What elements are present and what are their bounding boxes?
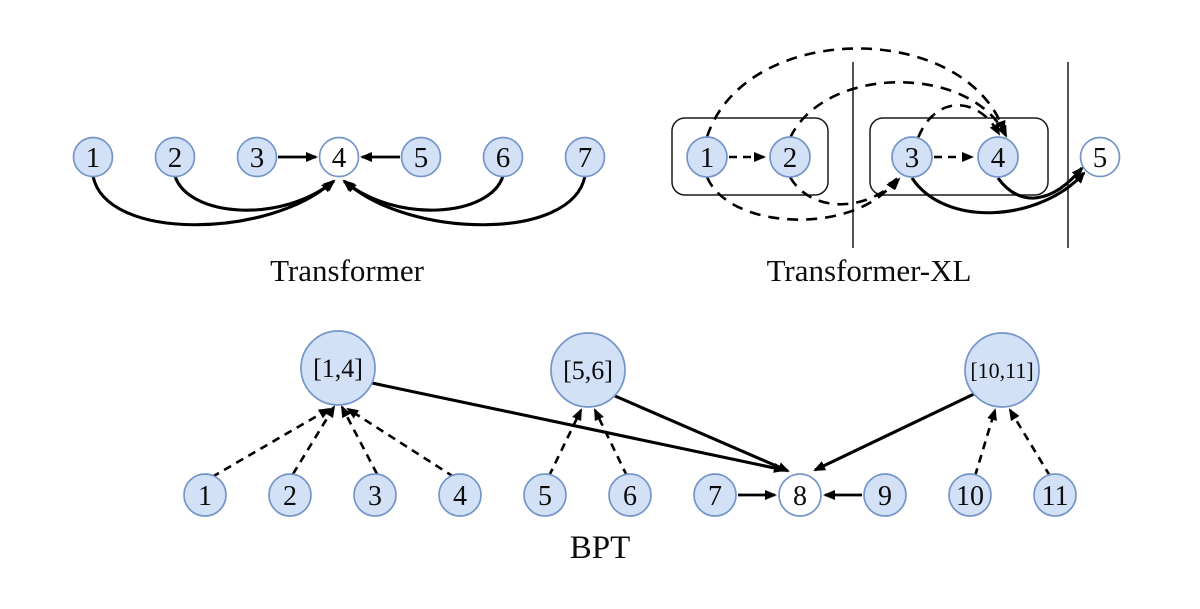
transformer-xl-title: Transformer-XL xyxy=(767,253,972,288)
bpt-leaf-6-label: 6 xyxy=(623,481,637,512)
bpt-leaf-8: 8 xyxy=(778,473,822,517)
edge-bpt-10-span1011 xyxy=(973,408,997,477)
transformer-node-6: 6 xyxy=(482,136,524,178)
transformer-node-1-label: 1 xyxy=(86,142,101,174)
edge-xl-2-4-top xyxy=(788,80,1008,139)
bpt-span-node-5-6: [5,6] xyxy=(550,332,626,408)
bpt-leaf-1: 1 xyxy=(183,473,227,517)
panel-transformer: 1 2 3 4 5 6 7 Transformer xyxy=(72,136,606,288)
bpt-leaf-9: 9 xyxy=(863,473,907,517)
bpt-leaf-10: 10 xyxy=(948,473,992,517)
bpt-span-node-10-11: [10,11] xyxy=(964,332,1040,408)
edge-xl-4-5 xyxy=(996,166,1084,200)
bpt-span-node-5-6-label: [5,6] xyxy=(563,356,613,385)
transformer-node-7-label: 7 xyxy=(578,142,593,174)
transformer-node-2: 2 xyxy=(154,136,196,178)
xl-node-5-label: 5 xyxy=(1093,142,1108,174)
bpt-leaf-11: 11 xyxy=(1033,473,1077,517)
xl-node-5: 5 xyxy=(1079,136,1121,178)
bpt-leaf-5-label: 5 xyxy=(538,481,552,512)
bpt-leaf-4-label: 4 xyxy=(453,481,467,512)
xl-node-1-label: 1 xyxy=(700,142,715,174)
transformer-node-6-label: 6 xyxy=(496,142,511,174)
transformer-node-5-label: 5 xyxy=(414,142,429,174)
segment-box-1 xyxy=(671,117,829,196)
bpt-leaf-2: 2 xyxy=(268,473,312,517)
edge-bpt-1-span14 xyxy=(211,407,331,479)
bpt-leaf-6: 6 xyxy=(608,473,652,517)
bpt-leaf-10-label: 10 xyxy=(956,481,984,512)
bpt-leaf-11-label: 11 xyxy=(1042,481,1069,512)
bpt-leaf-1-label: 1 xyxy=(198,481,212,512)
edge-bpt-6-span56 xyxy=(593,408,629,477)
xl-node-1: 1 xyxy=(686,136,728,178)
panel-transformer-xl: 1 2 3 4 5 Transformer-XL xyxy=(671,47,1121,288)
edge-bpt-span1011-8 xyxy=(813,392,975,472)
edge-bpt-11-span1011 xyxy=(1008,408,1052,477)
edge-transformer-1-4 xyxy=(91,175,334,227)
transformer-title: Transformer xyxy=(270,253,425,288)
bpt-span-node-1-4-label: [1,4] xyxy=(313,354,363,383)
panel-bpt: [1,4] [5,6] [10,11] 1 2 3 4 5 xyxy=(183,330,1077,566)
edge-xl-3-5 xyxy=(910,171,1086,215)
bpt-leaf-3-label: 3 xyxy=(368,481,382,512)
bpt-leaf-4: 4 xyxy=(438,473,482,517)
edge-xl-2-3-bottom xyxy=(788,176,901,206)
xl-node-4: 4 xyxy=(977,136,1019,178)
xl-node-2: 2 xyxy=(769,136,811,178)
bpt-leaf-2-label: 2 xyxy=(283,481,297,512)
bpt-leaf-8-label: 8 xyxy=(793,481,807,512)
edge-bpt-5-span56 xyxy=(547,408,583,477)
edge-transformer-6-4 xyxy=(342,175,505,212)
bpt-leaf-9-label: 9 xyxy=(878,481,892,512)
xl-node-4-label: 4 xyxy=(991,142,1006,174)
transformer-node-2-label: 2 xyxy=(168,142,183,174)
transformer-node-5: 5 xyxy=(400,136,442,178)
xl-node-2-label: 2 xyxy=(783,142,798,174)
bpt-leaf-5: 5 xyxy=(523,473,567,517)
edge-xl-3-4-top xyxy=(916,103,1001,139)
edge-bpt-span56-8 xyxy=(614,394,790,473)
bpt-leaf-3: 3 xyxy=(353,473,397,517)
transformer-node-4-label: 4 xyxy=(332,142,347,174)
bpt-leaf-7-label: 7 xyxy=(708,481,722,512)
edge-bpt-span14-8 xyxy=(371,381,786,473)
bpt-span-node-1-4: [1,4] xyxy=(300,330,376,406)
segment-box-2 xyxy=(869,117,1049,196)
transformer-node-3-label: 3 xyxy=(250,142,265,174)
bpt-span-node-10-11-label: [10,11] xyxy=(970,358,1033,383)
edge-xl-1-3-bottom xyxy=(705,176,898,221)
edge-bpt-3-span14 xyxy=(340,405,379,475)
edge-bpt-4-span14 xyxy=(346,407,455,479)
transformer-node-1: 1 xyxy=(72,136,114,178)
xl-node-3: 3 xyxy=(891,136,933,178)
transformer-node-3: 3 xyxy=(236,136,278,178)
bpt-title: BPT xyxy=(570,530,631,566)
bpt-leaf-7: 7 xyxy=(693,473,737,517)
edge-xl-1-4-top xyxy=(705,47,1006,138)
transformer-node-7: 7 xyxy=(564,136,606,178)
transformer-node-4: 4 xyxy=(318,136,360,178)
xl-node-3-label: 3 xyxy=(905,142,920,174)
edge-transformer-2-4 xyxy=(173,175,336,212)
edge-transformer-7-4 xyxy=(344,175,587,227)
